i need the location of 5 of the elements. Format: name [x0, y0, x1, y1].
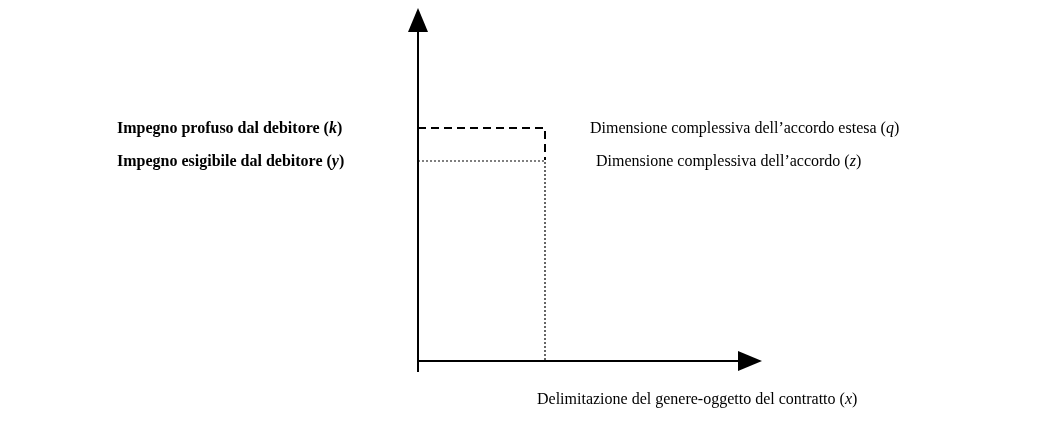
axis-label: Delimitazione del genere-oggetto del contratto (x) — [537, 390, 858, 408]
axis-label: Dimensione complessiva dell’accordo (z) — [596, 152, 862, 170]
axis-label: Impegno profuso dal debitore (k) — [117, 119, 343, 137]
axis-label: Dimensione complessiva dell’accordo estesa (q) — [590, 119, 900, 137]
axis-label: Impegno esigibile dal debitore (y) — [117, 152, 345, 170]
